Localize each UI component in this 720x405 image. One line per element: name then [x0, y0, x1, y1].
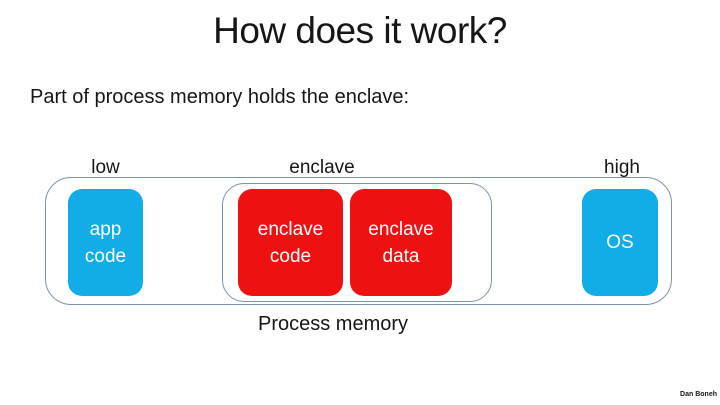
enclave-data-line1: enclave: [368, 218, 434, 240]
process-memory-caption: Process memory: [258, 313, 409, 335]
enclave-code-line2: code: [269, 245, 312, 267]
slide-subtitle: Part of process memory holds the enclave…: [30, 86, 410, 108]
enclave-region-outline: [222, 183, 492, 302]
label-high: high: [604, 157, 640, 178]
slide-title: How does it work?: [213, 10, 507, 51]
enclave-data-line2: data: [382, 245, 420, 267]
os-box: OS: [582, 189, 658, 296]
enclave-data-box: enclave data: [350, 189, 452, 296]
author-credit: Dan Boneh: [680, 391, 717, 398]
app-code-box: app code: [68, 189, 143, 296]
app-code-line1: app: [89, 218, 122, 240]
app-code-line2: code: [84, 245, 127, 267]
enclave-code-box: enclave code: [238, 189, 343, 296]
process-memory-outline: [45, 177, 672, 305]
os-line1: OS: [606, 232, 634, 253]
enclave-code-line1: enclave: [257, 218, 324, 240]
label-enclave: enclave: [289, 157, 355, 178]
label-low: low: [91, 157, 120, 178]
